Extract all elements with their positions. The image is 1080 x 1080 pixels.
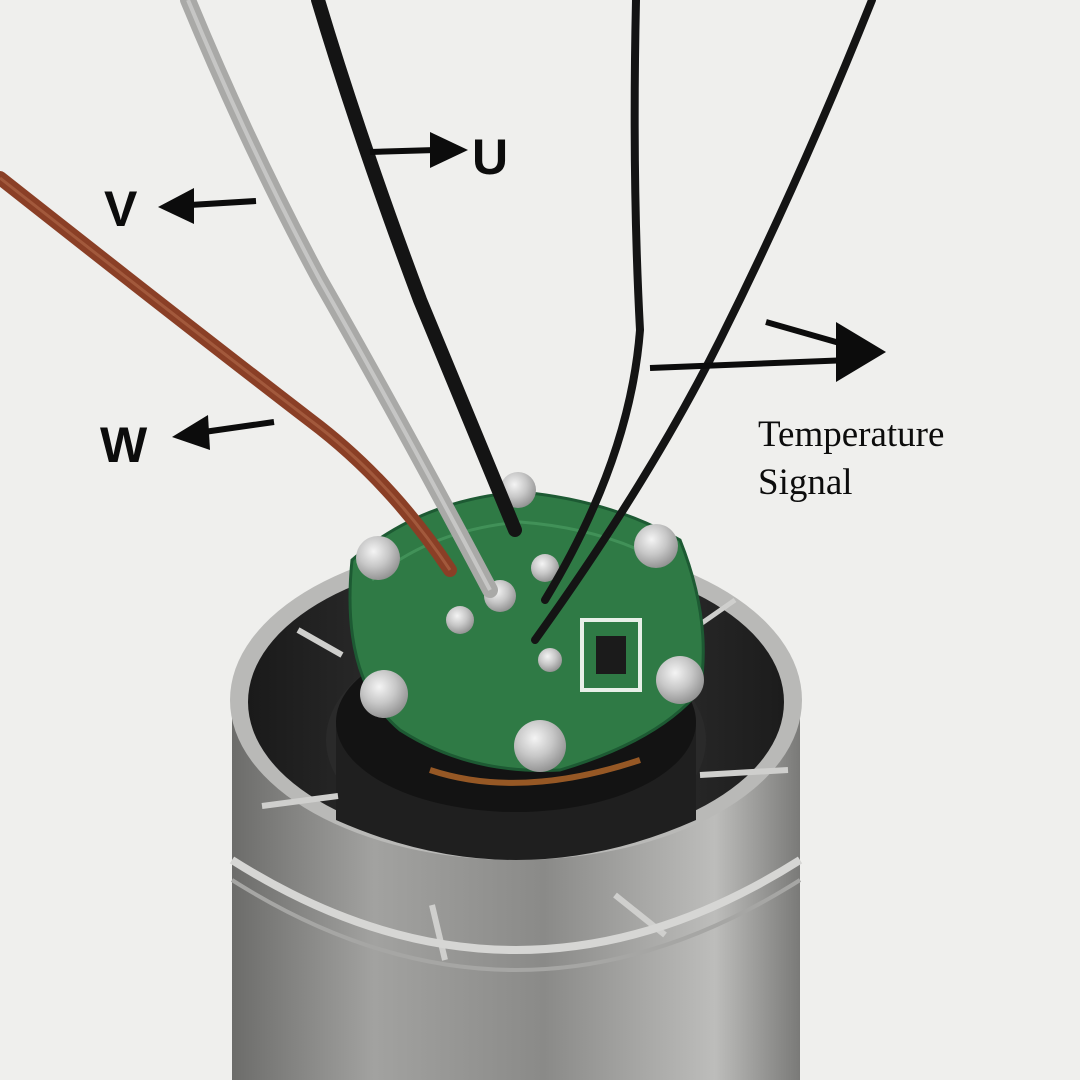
label-v: V [104, 181, 138, 237]
arrow-v [158, 188, 257, 224]
arrow-w [172, 415, 275, 450]
arrow-u [369, 132, 468, 168]
arrow-temperature-1 [649, 357, 851, 371]
wires [0, 0, 876, 644]
label-w: W [100, 417, 148, 473]
label-u: U [472, 129, 509, 185]
arrow-temperature-2 [765, 319, 886, 382]
label-temperature: Temperature [758, 414, 945, 455]
wire-temperature-1 [541, 0, 645, 604]
wire-temperature-2 [531, 0, 876, 644]
label-signal: Signal [758, 462, 853, 503]
wire-u [311, 0, 522, 537]
annotation-arrows [158, 132, 886, 450]
